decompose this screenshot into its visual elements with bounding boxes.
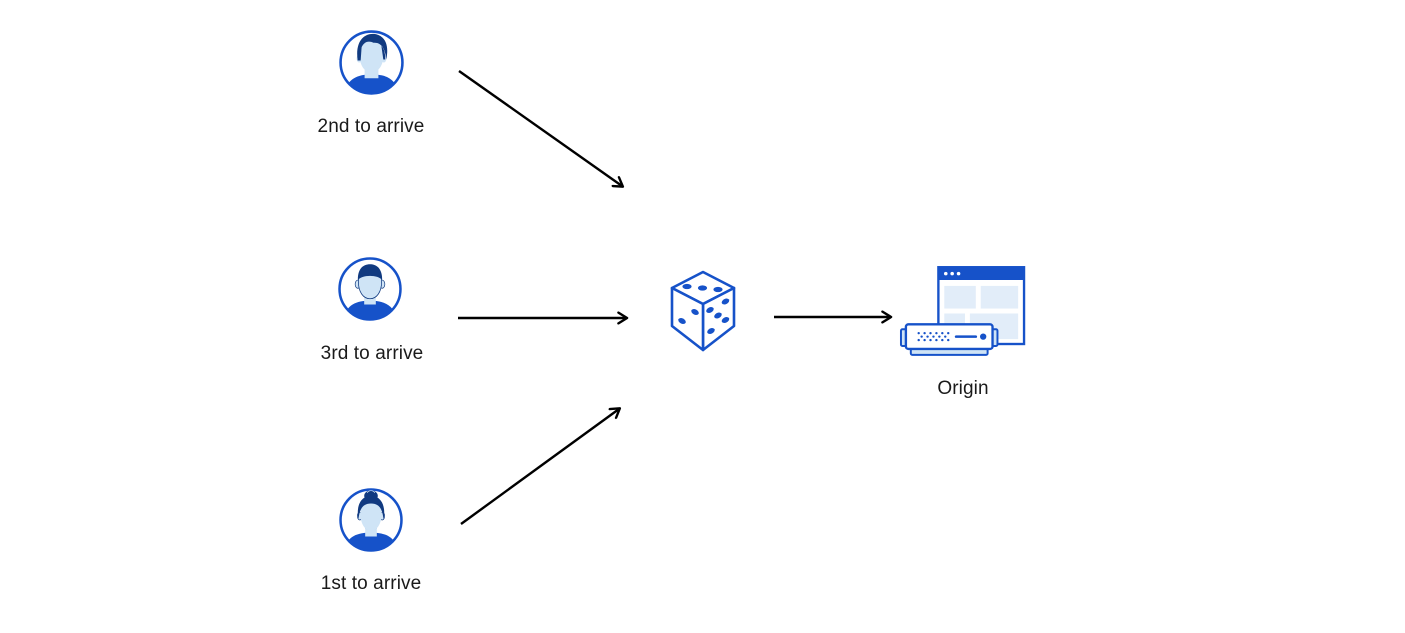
node-label-visitor-third: 3rd to arrive (320, 343, 424, 364)
node-origin: Origin (899, 264, 1027, 399)
node-visitor-third: 3rd to arrive (321, 256, 423, 364)
user-avatar-male-swoosh-hair-icon (339, 30, 404, 95)
node-dice (667, 269, 739, 353)
node-visitor-second: 2nd to arrive (318, 29, 424, 137)
arrow-visitor-first-to-dice (460, 409, 619, 525)
node-visitor-first: 1st to arrive (321, 487, 421, 594)
origin-server-browser-icon (899, 266, 1026, 356)
node-label-visitor-first: 1st to arrive (320, 573, 422, 594)
user-avatar-male-short-hair-icon (338, 257, 402, 321)
node-label-origin: Origin (937, 378, 989, 399)
user-avatar-female-bun-hair-icon (339, 488, 403, 552)
dice-icon (670, 270, 736, 352)
node-label-visitor-second: 2nd to arrive (317, 116, 425, 137)
arrow-visitor-second-to-dice (458, 70, 622, 186)
